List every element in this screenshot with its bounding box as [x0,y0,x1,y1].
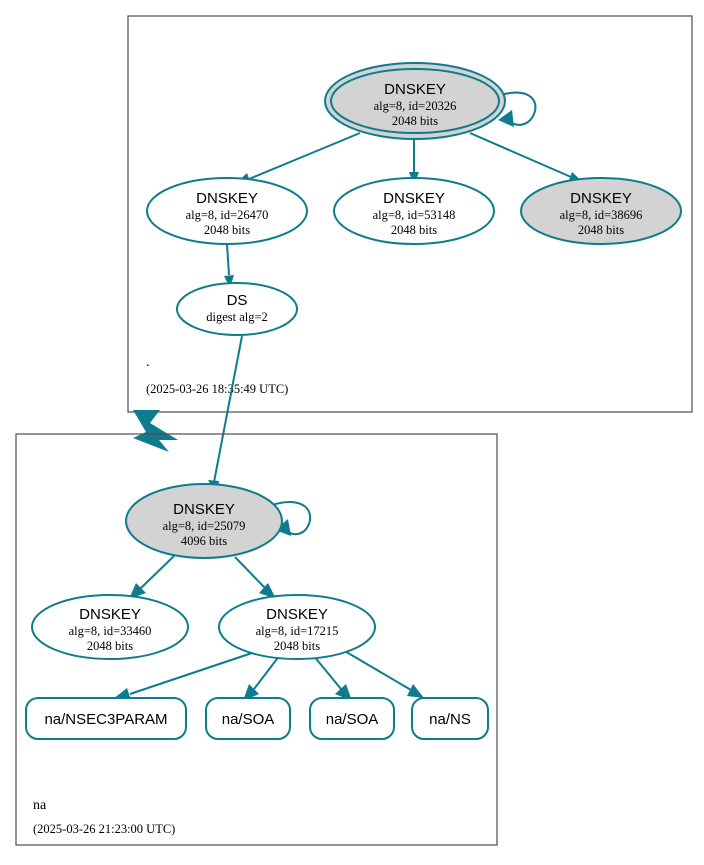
zone-cluster-root: DNSKEY alg=8, id=20326 2048 bits DNSKEY … [127,15,693,413]
node-dnskey-20326-title: DNSKEY [384,81,446,98]
node-dnskey-33460-ellipse [31,594,189,660]
node-dnskey-33460-title: DNSKEY [79,606,141,623]
node-dnskey-26470-alg-id: alg=8, id=26470 [186,208,269,222]
node-dnskey-17215[interactable]: DNSKEY alg=8, id=17215 2048 bits [218,594,376,660]
edge-na-ksk-self-loop [271,501,312,536]
edge-root-ksk-to-ksk-38696 [469,132,585,184]
edge-arrowhead [498,110,514,127]
node-rrset-na-ns-box [411,697,489,740]
node-dnskey-26470[interactable]: DNSKEY alg=8, id=26470 2048 bits [146,177,308,245]
node-dnskey-26470-ellipse [146,177,308,245]
node-ds-digest-alg-2[interactable]: DS digest alg=2 [176,282,298,336]
zone-delegation-arrow [133,410,178,452]
edge-arrowhead [275,519,291,536]
edge-na-zsk-to-nsec3param [113,652,253,700]
node-dnskey-20326-inner-ellipse [330,68,500,134]
node-ds-ellipse [176,282,298,336]
node-dnskey-25079[interactable]: DNSKEY alg=8, id=25079 4096 bits [125,483,283,559]
edge-ds-to-na-ksk-delegation [208,335,243,496]
node-dnskey-38696-alg-id: alg=8, id=38696 [560,208,643,222]
edge-root-ksk-self-loop [491,91,537,127]
node-dnskey-53148-title: DNSKEY [383,190,445,207]
node-dnskey-38696-ellipse [520,177,682,245]
node-rrset-na-soa-1-box [205,697,291,740]
edge-arrowhead [243,684,259,701]
node-dnskey-25079-ellipse [125,483,283,559]
node-dnskey-33460-alg-id: alg=8, id=33460 [69,624,152,638]
node-rrset-na-soa-2-label: na/SOA [326,711,379,728]
node-dnskey-17215-ellipse [218,594,376,660]
node-dnskey-26470-size: 2048 bits [204,223,250,237]
edge-na-zsk-to-soa-2 [312,654,352,701]
node-ds-title: DS [227,292,248,309]
node-rrset-na-nsec3param-label: na/NSEC3PARAM [44,711,167,728]
node-rrset-na-ns-label: na/NS [429,711,471,728]
edge-na-ksk-to-zsk-17215 [234,556,276,599]
node-rrset-na-soa-2-box [309,697,395,740]
node-rrset-na-nsec3param[interactable]: na/NSEC3PARAM [25,697,187,740]
zone-label-na-timestamp: (2025-03-26 21:23:00 UTC) [33,822,175,836]
edge-na-zsk-to-soa-1 [243,654,281,701]
edge-arrowhead [259,583,276,599]
node-dnskey-33460[interactable]: DNSKEY alg=8, id=33460 2048 bits [31,594,189,660]
node-rrset-na-soa-2[interactable]: na/SOA [309,697,395,740]
edge-na-ksk-to-zsk-33460 [129,554,176,599]
node-rrset-na-soa-1-label: na/SOA [222,711,275,728]
node-dnskey-53148-size: 2048 bits [391,223,437,237]
edge-root-zsk-26470-to-ds [224,243,234,288]
edge-arrowhead [224,275,234,288]
node-dnskey-17215-alg-id: alg=8, id=17215 [256,624,339,638]
node-dnskey-26470-title: DNSKEY [196,190,258,207]
node-dnskey-53148[interactable]: DNSKEY alg=8, id=53148 2048 bits [333,177,495,245]
node-rrset-na-ns[interactable]: na/NS [411,697,489,740]
node-rrset-na-nsec3param-box [25,697,187,740]
node-dnskey-38696-title: DNSKEY [570,190,632,207]
node-dnskey-17215-title: DNSKEY [266,606,328,623]
node-dnskey-20326[interactable]: DNSKEY alg=8, id=20326 2048 bits [324,62,506,140]
edge-arrowhead [335,684,352,701]
node-dnskey-20326-size: 2048 bits [392,114,438,128]
zone-label-root-timestamp: (2025-03-26 18:35:49 UTC) [146,382,288,396]
edge-arrowhead [407,684,424,698]
edge-na-zsk-to-ns [342,649,424,698]
zone-label-na-name: na [33,798,47,813]
zone-label-root-name: . [146,355,150,370]
node-dnskey-53148-alg-id: alg=8, id=53148 [373,208,456,222]
zone-cluster-na: DNSKEY alg=8, id=25079 4096 bits DNSKEY … [15,433,498,846]
zone-cluster-na-border [15,433,498,846]
node-dnskey-20326-alg-id: alg=8, id=20326 [374,99,457,113]
node-ds-digest-alg: digest alg=2 [206,310,268,324]
node-dnskey-38696[interactable]: DNSKEY alg=8, id=38696 2048 bits [520,177,682,245]
node-rrset-na-soa-1[interactable]: na/SOA [205,697,291,740]
node-dnskey-33460-size: 2048 bits [87,639,133,653]
zone-cluster-root-border [127,15,693,413]
node-dnskey-25079-alg-id: alg=8, id=25079 [163,519,246,533]
node-dnskey-17215-size: 2048 bits [274,639,320,653]
node-dnskey-25079-title: DNSKEY [173,501,235,518]
node-dnskey-25079-size: 4096 bits [181,534,227,548]
node-dnskey-38696-size: 2048 bits [578,223,624,237]
edge-arrowhead [129,583,146,599]
edge-root-ksk-to-zsk-26470 [234,132,361,186]
node-dnskey-53148-ellipse [333,177,495,245]
